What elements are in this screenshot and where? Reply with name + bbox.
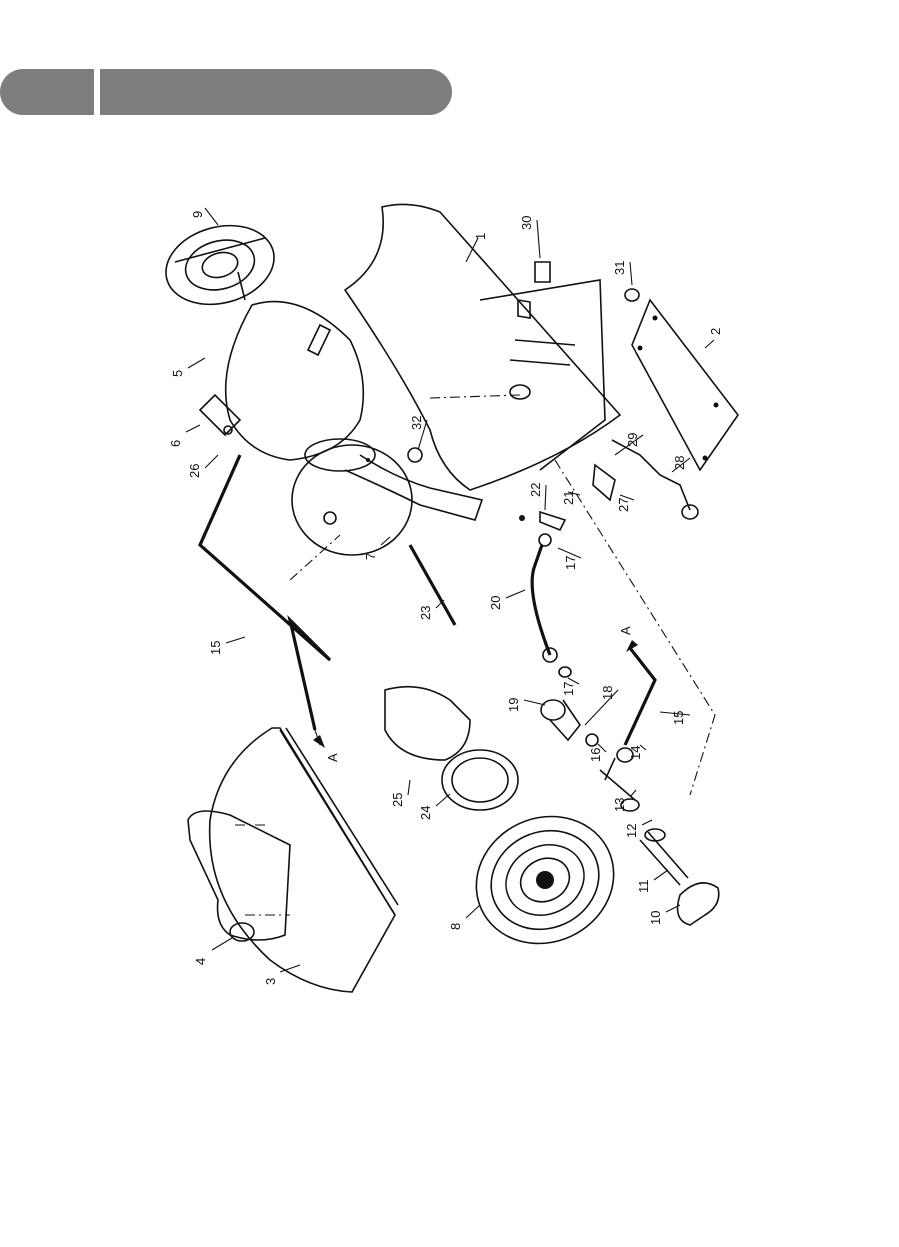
front-guard-part (165, 224, 275, 306)
callout-label: 17 (561, 682, 576, 696)
callout-label: 4 (193, 958, 208, 965)
fitting-part (408, 510, 567, 626)
callout-label: 9 (190, 211, 205, 218)
callout-label: 3 (263, 978, 278, 985)
callout-label: 19 (506, 698, 521, 712)
callout-label: 15 (208, 641, 223, 655)
callout-label: 26 (187, 464, 202, 478)
callout-label: 27 (616, 498, 631, 512)
header-tab-right (100, 69, 452, 115)
callout-label: 5 (170, 370, 185, 377)
section-header-bar (0, 69, 452, 115)
lower-shell-part (208, 727, 399, 993)
callout-label: 10 (648, 911, 663, 925)
header-tab-left (0, 69, 94, 115)
callout-label: 2 (708, 328, 723, 335)
callout-label: 25 (390, 793, 405, 807)
callout-label: 8 (448, 923, 463, 930)
assembly-axis-line (554, 459, 716, 796)
callout-labels: 1 2 3 4 5 6 7 8 9 10 11 12 13 14 15 15 1… (168, 211, 723, 985)
igniter-part (592, 439, 699, 520)
base-plate-part (631, 298, 739, 472)
callout-label: 20 (488, 596, 503, 610)
switch-part (534, 261, 551, 283)
regulator-part (599, 747, 720, 926)
rear-guard-part (475, 815, 615, 945)
callout-label: 12 (624, 824, 639, 838)
callout-label: 6 (168, 440, 183, 447)
arrow-label: A (618, 626, 633, 635)
callout-label: 31 (612, 261, 627, 275)
callout-label: 16 (588, 748, 603, 762)
callout-label: 14 (628, 746, 643, 760)
callout-label: 1 (473, 233, 488, 240)
valve-part (530, 533, 599, 747)
plug-part (407, 447, 423, 463)
callout-label: 28 (672, 456, 687, 470)
callout-label: 13 (612, 798, 627, 812)
fan-motor-part (384, 685, 519, 811)
callout-label: 32 (409, 416, 424, 430)
leader-lines (185, 207, 715, 973)
callout-label: 22 (528, 483, 543, 497)
callout-label: 11 (636, 880, 651, 894)
callout-label: 7 (363, 553, 378, 560)
arrow-label: A (325, 753, 340, 762)
bracket-part (198, 393, 242, 437)
callout-label: 15 (671, 711, 686, 725)
upper-shell-part (343, 203, 622, 491)
callout-label: 18 (600, 686, 615, 700)
hose-part (198, 454, 657, 748)
callout-label: 30 (519, 216, 534, 230)
nozzle-assembly-part (291, 444, 484, 556)
callout-label: 24 (418, 806, 433, 820)
assembly-axis-line (289, 534, 341, 581)
handle-part (187, 810, 291, 942)
callout-label: 17 (563, 556, 578, 570)
callout-label: 23 (418, 606, 433, 620)
knob-part (624, 288, 640, 302)
callout-label: 21 (561, 491, 576, 505)
callout-label: 29 (625, 433, 640, 447)
